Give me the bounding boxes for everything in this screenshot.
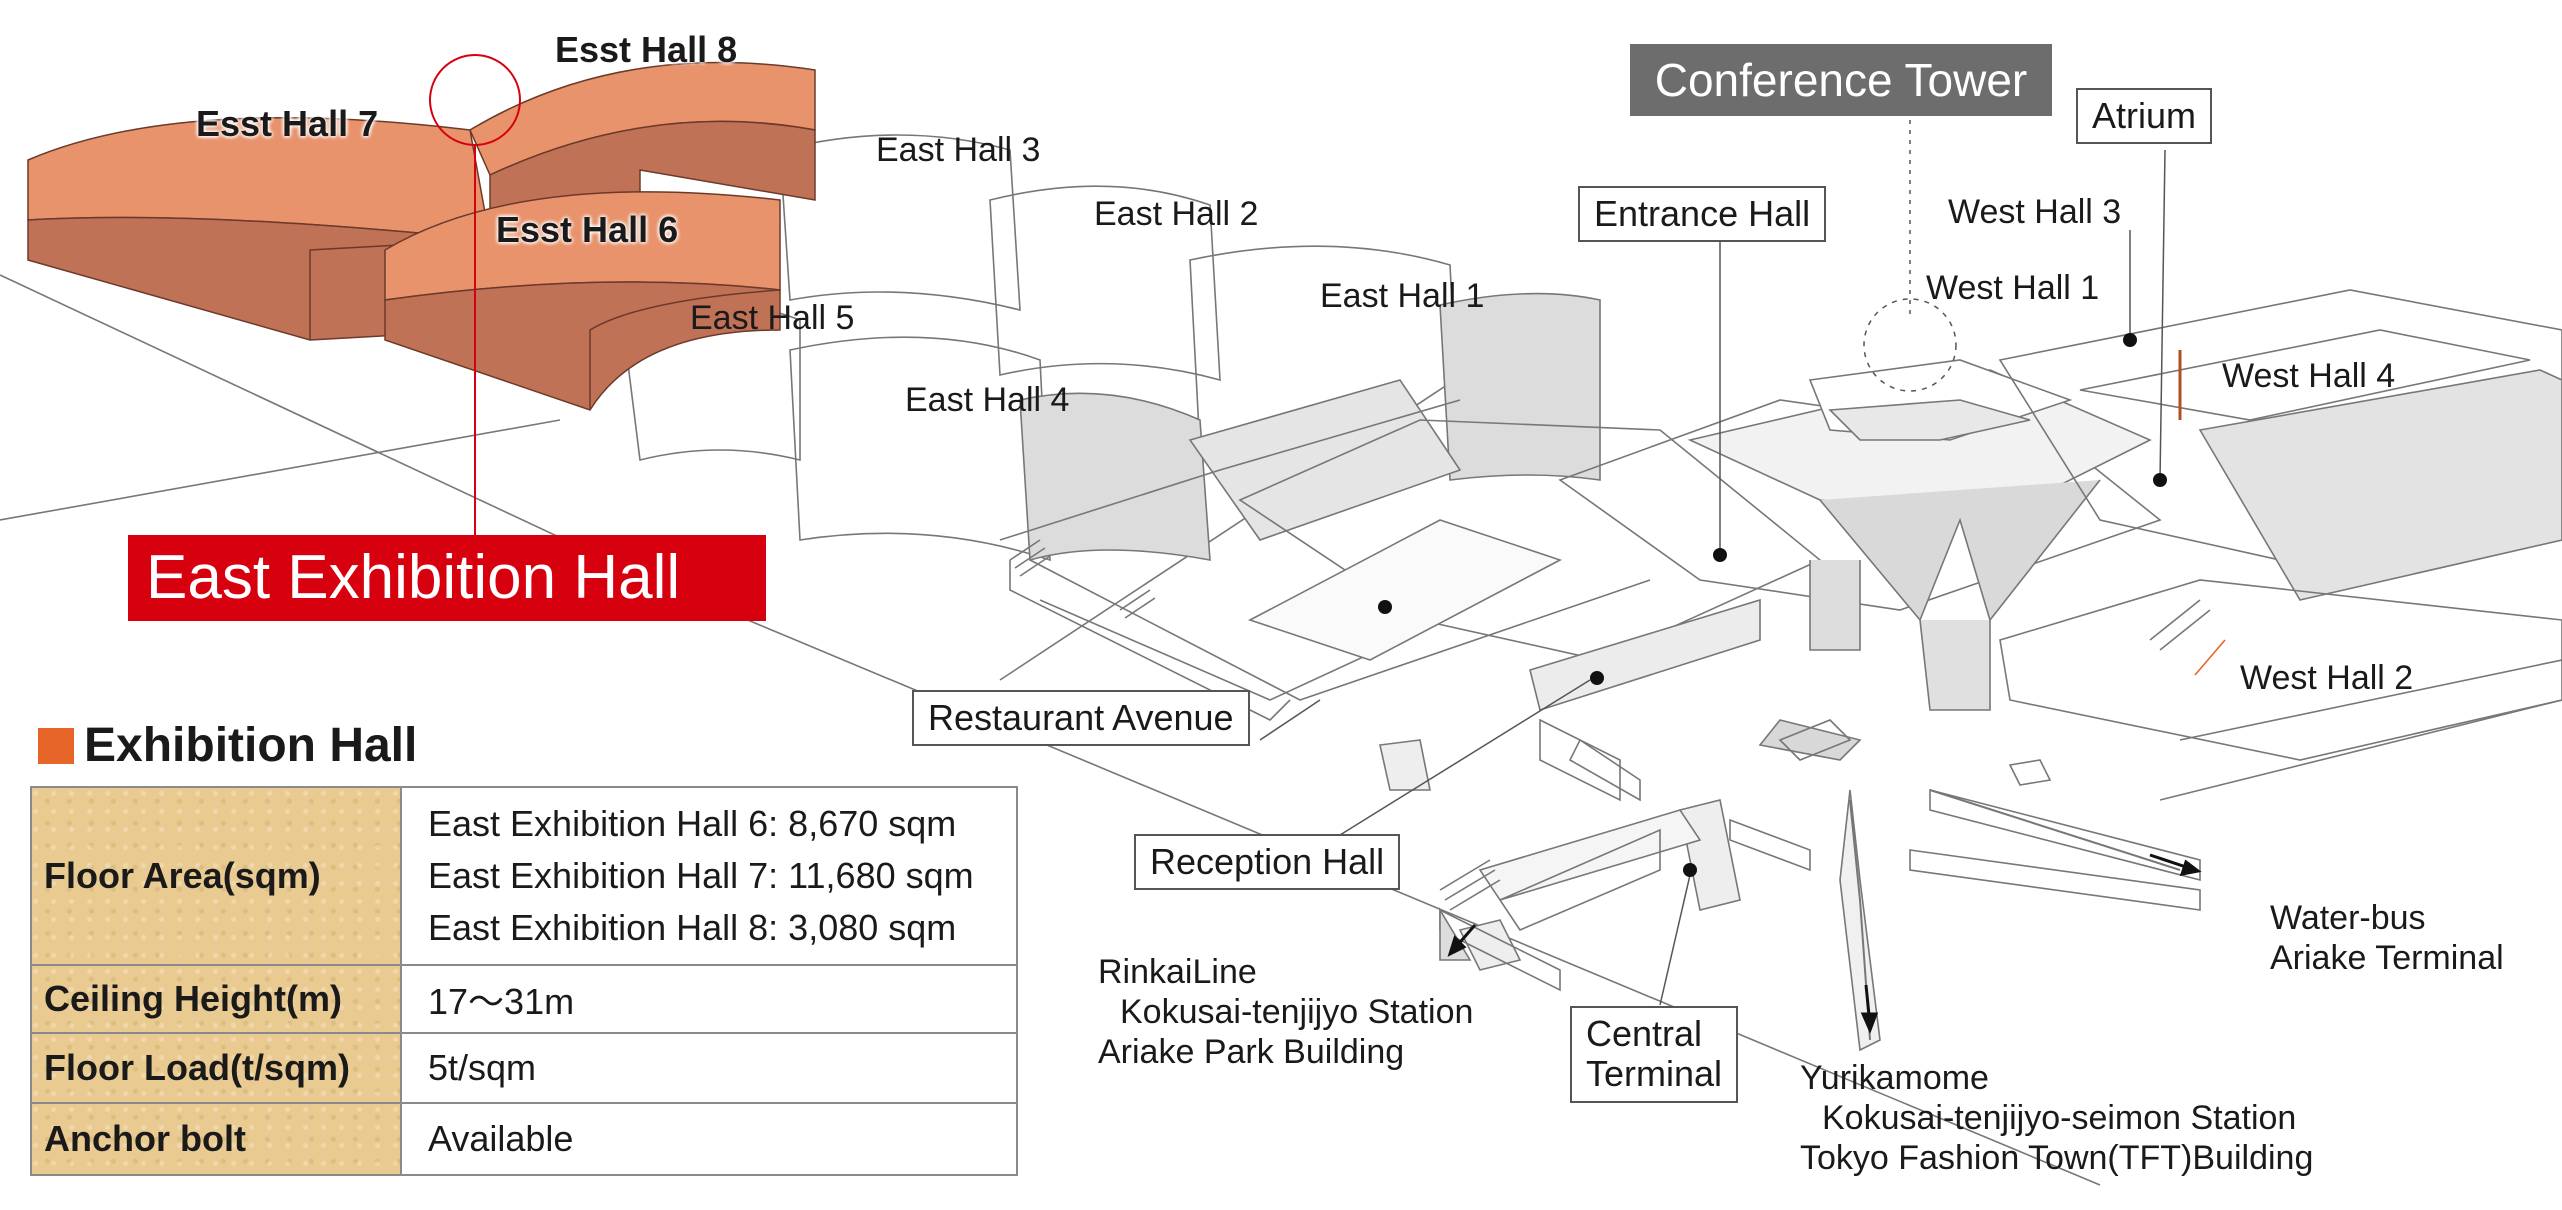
yurikamome-line-1: Yurikamome	[1800, 1059, 1989, 1097]
hall-label-east-2: East Hall 2	[1094, 195, 1259, 233]
hall-label-esst-8: Esst Hall 8	[555, 29, 738, 70]
rinkai-line-1: RinkaiLine	[1098, 953, 1257, 991]
east-exhibition-hall-banner: East Exhibition Hall	[128, 535, 766, 621]
atrium-label: Atrium	[2076, 88, 2213, 144]
legend-square-icon	[38, 727, 74, 764]
floor-load-value: 5t/sqm	[400, 1032, 1018, 1104]
yurikamome-line-2: Kokusai-tenjijyo-seimon Station	[1822, 1099, 2297, 1138]
floor-area-hall-6: East Exhibition Hall 6: 8,670 sqm	[428, 803, 957, 844]
table-row: Floor Area(sqm) East Exhibition Hall 6: …	[30, 786, 1018, 966]
floor-area-values: East Exhibition Hall 6: 8,670 sqm East E…	[400, 786, 1018, 966]
floor-area-hall-8: East Exhibition Hall 8: 3,080 sqm	[428, 907, 957, 948]
ceiling-height-label: Ceiling Height(m)	[30, 964, 402, 1034]
legend-title-text: Exhibition Hall	[84, 719, 418, 772]
restaurant-avenue-label: Restaurant Avenue	[912, 690, 1250, 746]
central-terminal-label: Central Terminal	[1570, 1006, 1739, 1103]
central-terminal-line-1: Central	[1586, 1013, 1703, 1054]
water-bus-line-2: Ariake Terminal	[2270, 939, 2504, 978]
yurikamome-line-3: Tokyo Fashion Town(TFT)Building	[1800, 1139, 2314, 1178]
conference-tower-label: Conference Tower	[1630, 44, 2052, 116]
table-row: Ceiling Height(m) 17〜31m	[30, 964, 1018, 1034]
water-bus-line-1: Water-bus	[2270, 899, 2426, 937]
hall-label-east-4: East Hall 4	[905, 381, 1070, 419]
spec-table: Floor Area(sqm) East Exhibition Hall 6: …	[30, 786, 1018, 1176]
hall-label-esst-6: Esst Hall 6	[496, 209, 679, 250]
floor-area-hall-7: East Exhibition Hall 7: 11,680 sqm	[428, 855, 974, 896]
floor-load-label: Floor Load(t/sqm)	[30, 1032, 402, 1104]
central-terminal-line-2: Terminal	[1586, 1053, 1723, 1095]
floor-area-label: Floor Area(sqm)	[30, 786, 402, 966]
hall-label-west-4: West Hall 4	[2222, 357, 2396, 395]
rinkai-line-2: Kokusai-tenjijyo Station	[1120, 993, 1474, 1032]
entrance-hall-label: Entrance Hall	[1578, 186, 1827, 242]
hall-label-esst-7: Esst Hall 7	[196, 103, 379, 144]
hall-label-east-1: East Hall 1	[1320, 277, 1485, 315]
hall-label-west-2: West Hall 2	[2240, 659, 2414, 697]
legend-title: Exhibition Hall	[38, 718, 417, 773]
table-row: Anchor bolt Available	[30, 1102, 1018, 1176]
hall-label-west-3: West Hall 3	[1948, 193, 2122, 231]
hall-label-west-1: West Hall 1	[1926, 269, 2100, 307]
table-row: Floor Load(t/sqm) 5t/sqm	[30, 1032, 1018, 1104]
reception-hall-label: Reception Hall	[1134, 834, 1401, 890]
hall-label-east-5: East Hall 5	[690, 299, 855, 337]
anchor-bolt-value: Available	[400, 1102, 1018, 1176]
anchor-bolt-label: Anchor bolt	[30, 1102, 402, 1176]
rinkai-line-3: Ariake Park Building	[1098, 1033, 1405, 1072]
hall-label-east-3: East Hall 3	[876, 131, 1041, 169]
ceiling-height-value: 17〜31m	[400, 964, 1018, 1034]
